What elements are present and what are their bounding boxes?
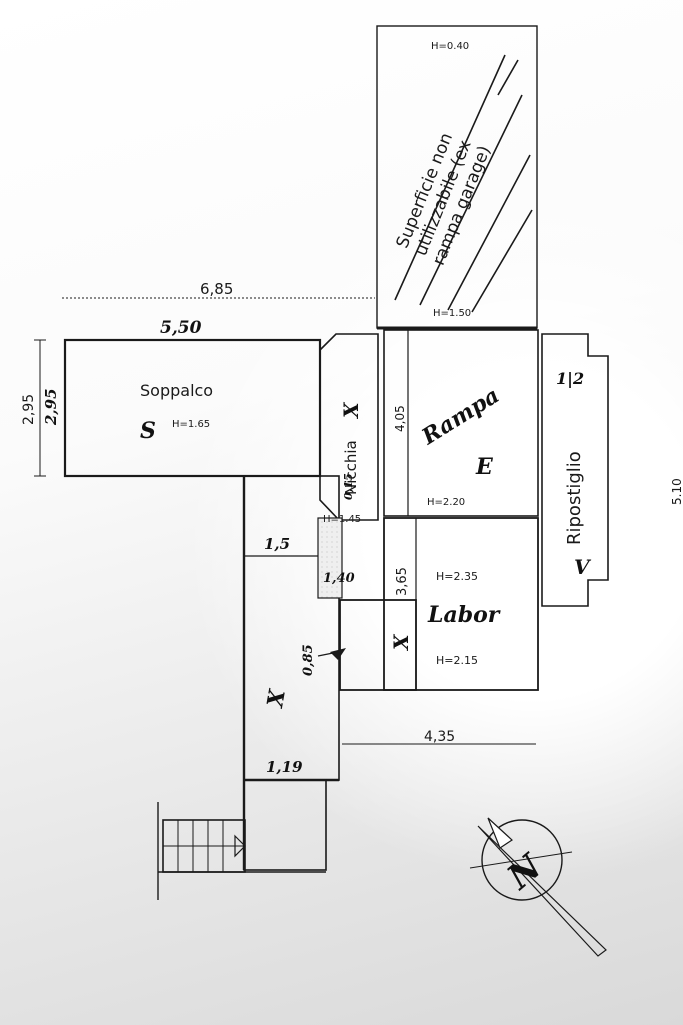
- height-label: H=1.45: [323, 514, 361, 525]
- room-rampa: [383, 329, 539, 517]
- dimension-label: 0,85: [301, 644, 316, 676]
- ripostiglio-label: Ripostiglio: [564, 451, 585, 545]
- height-label: H=1.65: [172, 419, 210, 430]
- compass-rose: [469, 817, 607, 957]
- nicchia-label: Nicchia: [342, 440, 360, 495]
- compass-needle-icon: [477, 825, 607, 957]
- room-nicchia: [317, 333, 379, 599]
- staircase: [157, 802, 326, 900]
- height-label: H=2.20: [427, 497, 465, 508]
- superficie-label: Superficie non utilizzabile (ex rampa ga…: [393, 130, 495, 268]
- room-mark-x: X: [339, 401, 363, 420]
- room-mark-x: X: [262, 687, 291, 711]
- room-mark-number: 1|2: [556, 369, 584, 388]
- dimension-label: 6,85: [200, 280, 233, 298]
- dimension-label: 2,95: [42, 388, 60, 426]
- rampa-label: Rampa: [417, 382, 505, 450]
- dimension-label: 1,19: [266, 758, 303, 776]
- room-superficie: [376, 25, 538, 330]
- height-label: H=1.50: [433, 308, 471, 319]
- dimension-label: 5.10: [670, 478, 683, 505]
- room-corridor: [242, 475, 340, 871]
- labor-label: Labor: [427, 602, 501, 628]
- dimension-label: 3,65: [395, 567, 410, 596]
- door-arrow-icon: [330, 648, 346, 660]
- dimension-label: 2,95: [21, 394, 37, 425]
- room-mark-e: E: [475, 454, 494, 480]
- dimension-label: 0,15: [342, 473, 355, 500]
- height-label: H=2.15: [436, 654, 478, 667]
- soppalco-label: Soppalco: [140, 381, 213, 400]
- room-labor: [339, 517, 539, 691]
- dimension-label: 4,05: [393, 405, 407, 432]
- room-mark-s: S: [140, 418, 156, 444]
- room-ripostiglio: [541, 333, 609, 607]
- hatching-lines: [394, 54, 533, 313]
- height-label: H=0.40: [431, 41, 469, 52]
- room-mark-x: X: [389, 633, 413, 652]
- room-soppalco: [63, 338, 322, 478]
- room-mark-v: V: [574, 555, 592, 579]
- dimension-label: 1,40: [323, 571, 355, 586]
- dimension-label: 1,5: [264, 535, 290, 553]
- height-label: H=2.35: [436, 570, 478, 583]
- dimension-label: 5,50: [160, 318, 202, 338]
- dimension-label: 4,35: [424, 729, 455, 745]
- dimension-lines: [34, 297, 536, 745]
